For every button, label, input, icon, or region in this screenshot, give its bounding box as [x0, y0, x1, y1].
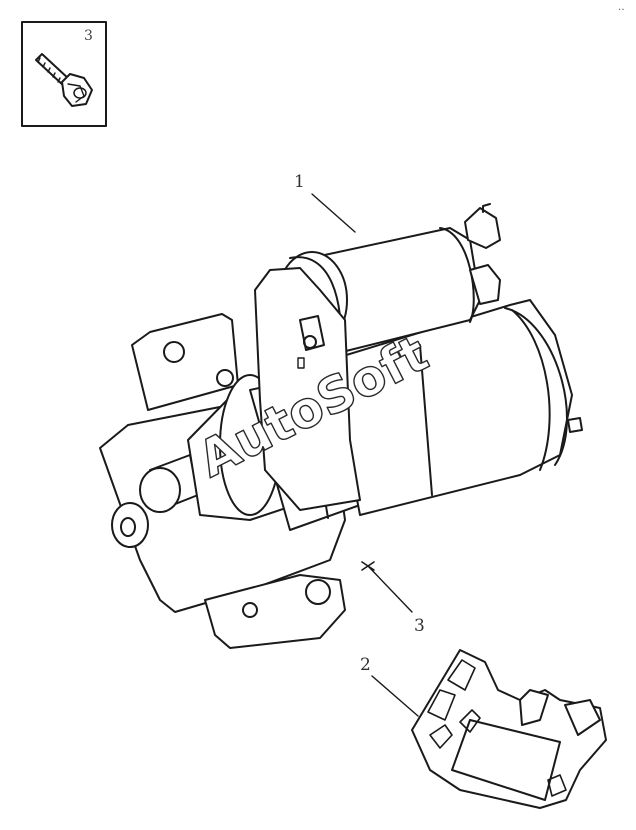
bolt-icon: [35, 53, 93, 107]
leader-lines: [311, 193, 419, 717]
callout-bracket: 2: [360, 655, 371, 675]
callout-bolt: 3: [414, 616, 425, 636]
corner-mark: ‥: [618, 2, 625, 13]
starter-motor: [99, 203, 583, 649]
mounting-bracket: [411, 649, 607, 809]
callout-starter: 1: [294, 172, 305, 192]
inset-box: [21, 21, 107, 127]
inset-part-number: 3: [84, 28, 93, 44]
